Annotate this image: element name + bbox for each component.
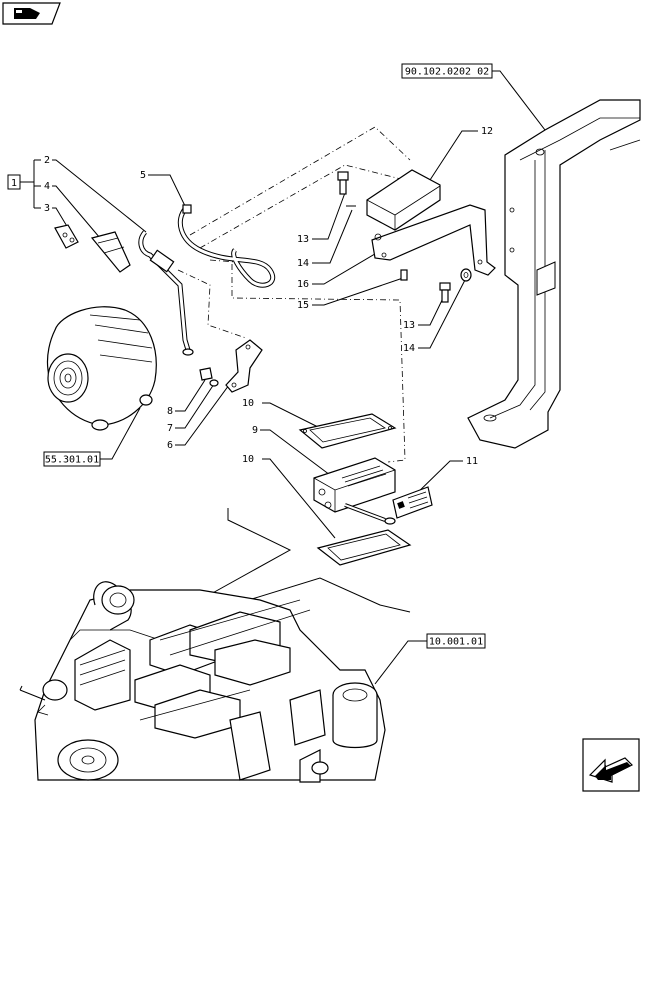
ref-label-alternator: 55.301.01 (45, 455, 99, 466)
callout-3: 3 (44, 203, 50, 214)
callout-10b: 10 (242, 454, 254, 465)
ref-box-engine[interactable]: 10.001.01 (426, 633, 486, 649)
callout-16: 16 (297, 279, 309, 290)
callout-14b: 14 (403, 343, 415, 354)
callout-10a: 10 (242, 398, 254, 409)
callout-6: 6 (167, 440, 173, 451)
chassis-frame (467, 99, 641, 449)
relay-bracket-assembly (366, 169, 496, 276)
engine-assembly (19, 581, 386, 783)
bolts-upper (337, 171, 472, 303)
cable-2 (138, 230, 194, 356)
ref-label-engine: 10.001.01 (429, 637, 483, 648)
arrow-back-icon (588, 757, 634, 783)
plate-6 (225, 339, 263, 393)
callout-7: 7 (167, 423, 173, 434)
callout-13a: 13 (297, 234, 309, 245)
callout-5: 5 (140, 170, 146, 181)
corner-nav-button[interactable] (2, 2, 61, 25)
connector-4 (90, 231, 131, 273)
callout-13b: 13 (403, 320, 415, 331)
callout-4: 4 (44, 181, 50, 192)
callout-11: 11 (466, 456, 478, 467)
callout-2: 2 (44, 155, 50, 166)
book-hand-icon (14, 8, 40, 19)
ref-box-chassis[interactable]: 90.102.0202 02 (401, 63, 493, 79)
callout-15: 15 (297, 300, 309, 311)
nut-8 (199, 367, 213, 381)
group-bracket-label: 1 (11, 178, 17, 189)
gasket-10-top (298, 413, 397, 449)
callout-12: 12 (481, 126, 493, 137)
callout-8: 8 (167, 406, 173, 417)
return-button[interactable] (582, 738, 640, 792)
heater-9 (313, 457, 396, 525)
ref-box-alternator[interactable]: 55.301.01 (43, 451, 101, 467)
callouts: 2 4 3 5 12 13 14 16 15 13 14 8 7 6 10 9 … (44, 70, 546, 685)
washer-7 (209, 379, 219, 387)
dash-connectors (177, 126, 411, 463)
alternator (46, 306, 157, 431)
gasket-10-bottom (316, 529, 412, 566)
cable-5 (177, 204, 275, 288)
callout-14a: 14 (297, 258, 309, 269)
engine-leaders (199, 508, 411, 616)
callout-9: 9 (252, 425, 258, 436)
label-11 (392, 486, 433, 519)
clip-3 (54, 224, 79, 249)
group-bracket: 1 (7, 159, 41, 209)
ref-label-chassis: 90.102.0202 02 (405, 67, 489, 78)
